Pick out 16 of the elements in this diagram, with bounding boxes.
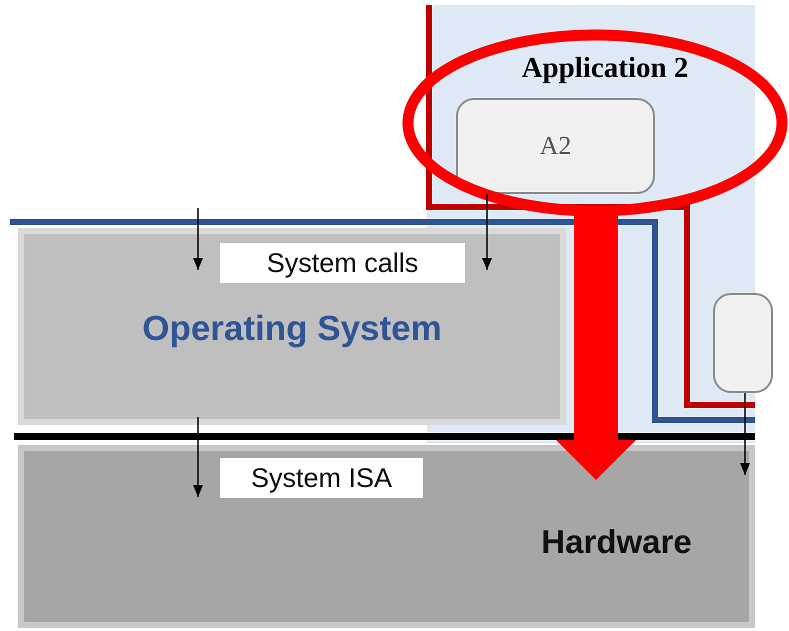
arrow [482, 194, 492, 270]
application-label: Application 2 [522, 52, 688, 84]
operating-system-layer [18, 228, 566, 425]
hardware-layer [18, 445, 755, 628]
application-box [713, 293, 773, 393]
arrow [740, 393, 750, 475]
interface-label: System ISA [220, 458, 423, 498]
arrow [193, 208, 203, 270]
layer-title: Hardware [541, 522, 692, 560]
arrow [193, 417, 203, 497]
layer-title: Operating System [142, 309, 442, 349]
interface-label: System calls [220, 243, 465, 283]
highlight-ellipse [403, 30, 787, 216]
application-label: A2 [540, 131, 572, 161]
application-box [456, 98, 655, 194]
highlight-arrow [556, 216, 636, 480]
